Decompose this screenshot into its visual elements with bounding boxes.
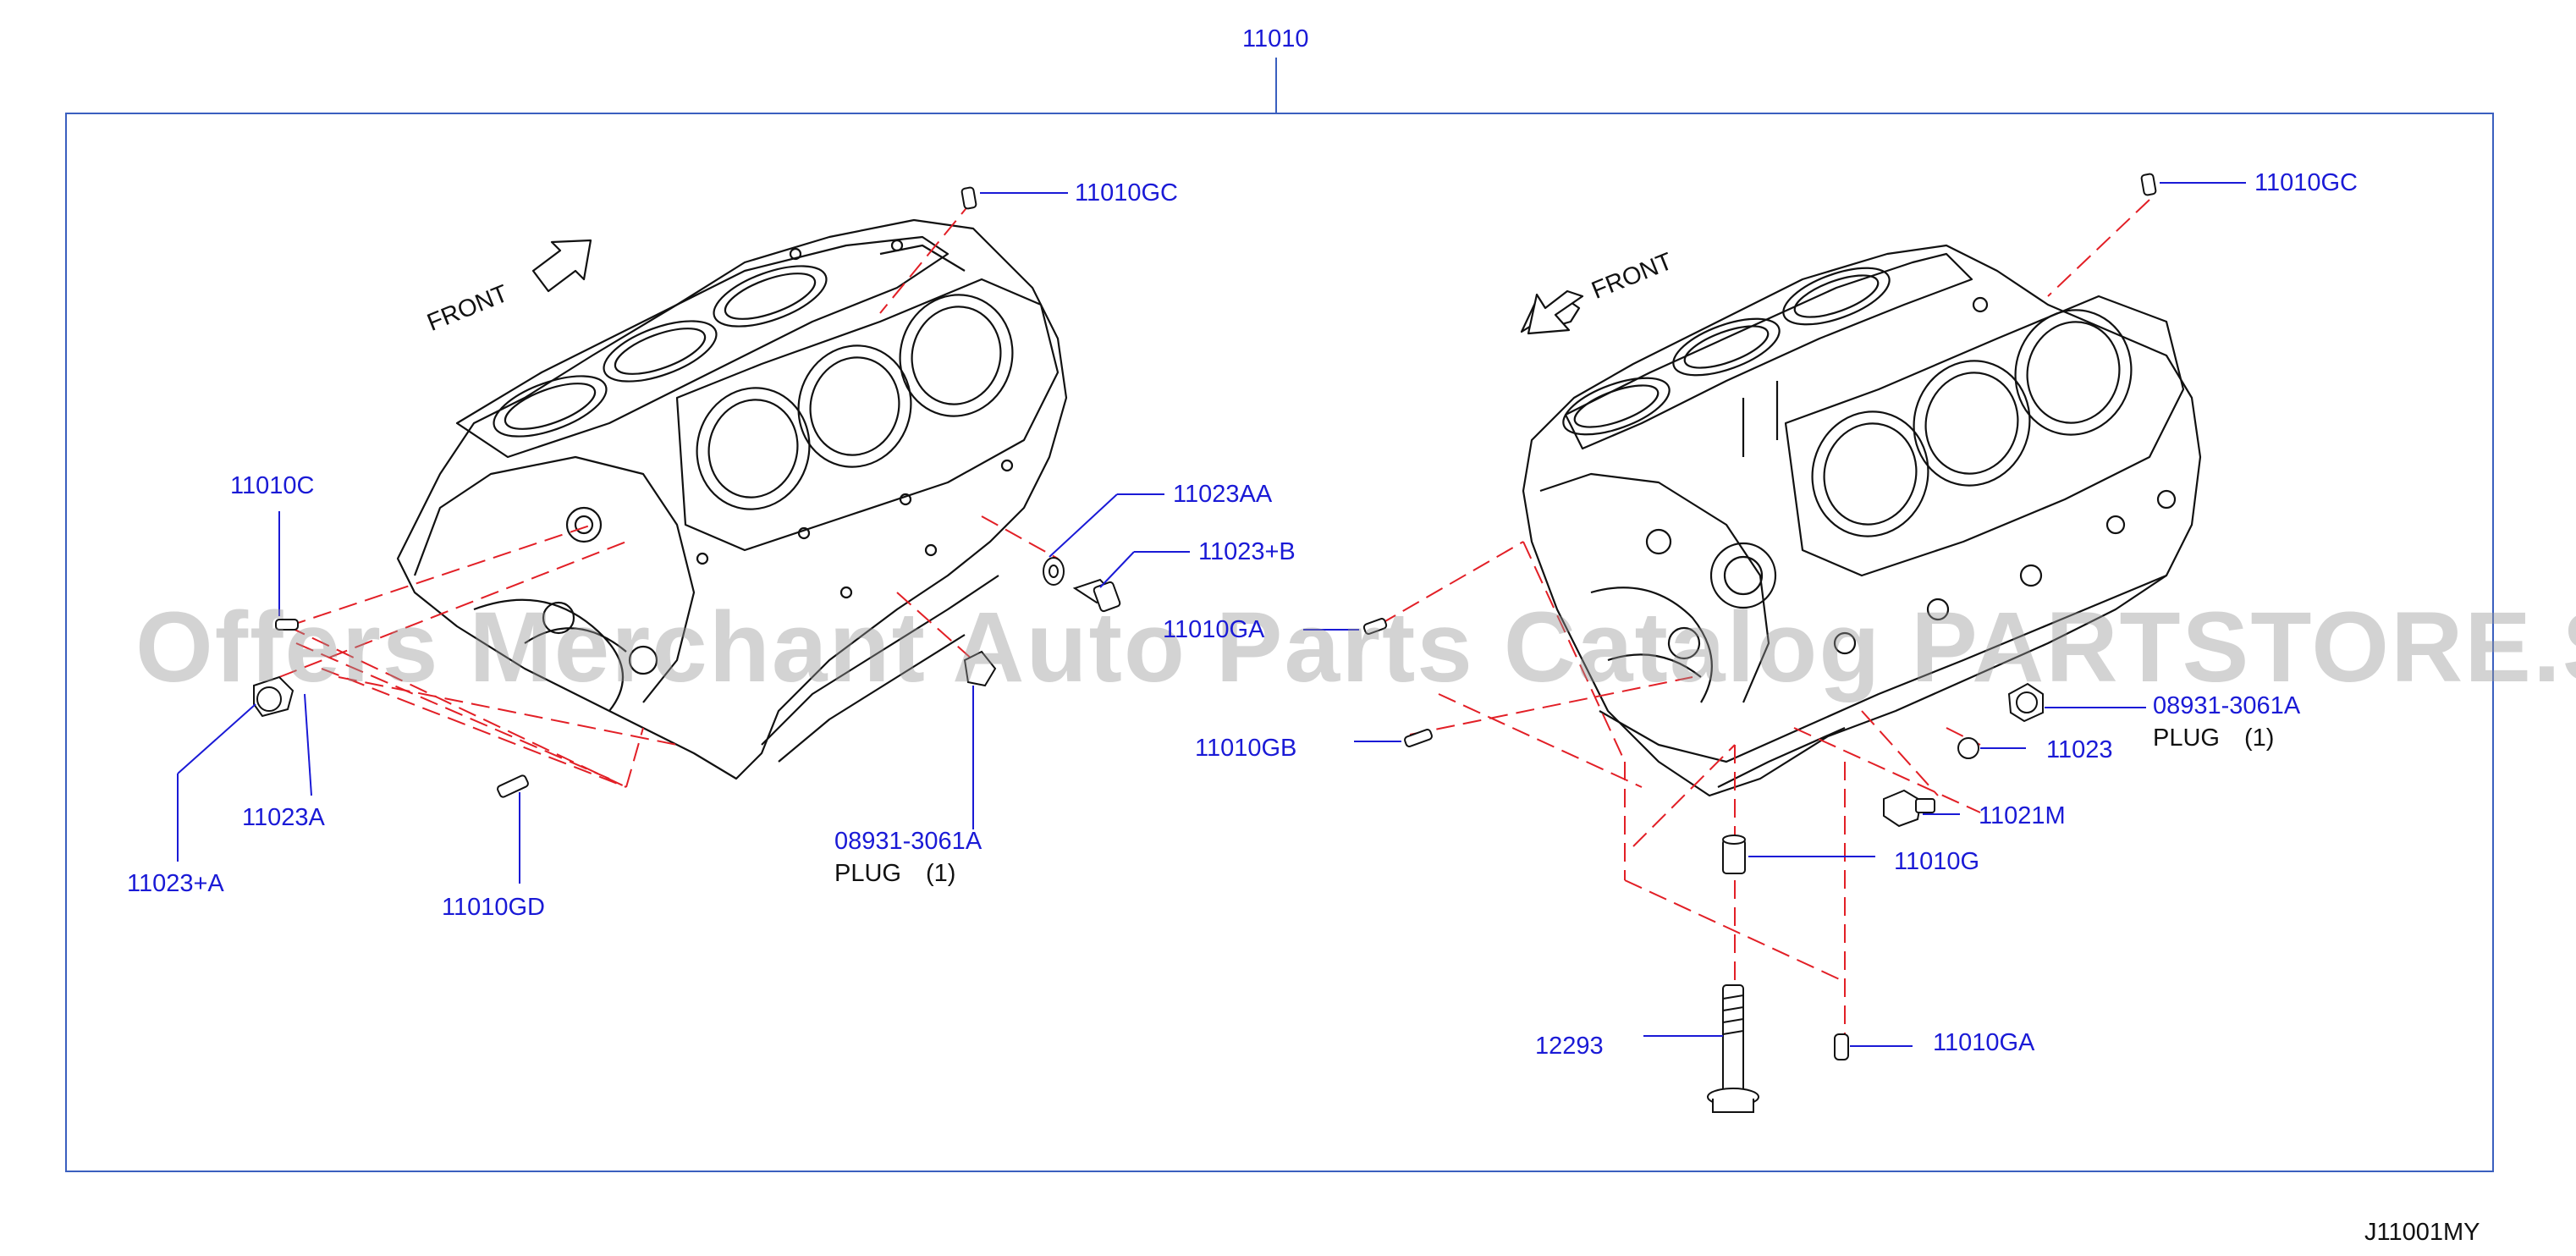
dowel-pin-icon xyxy=(275,186,977,798)
diagram-code: J11001MY xyxy=(2364,1219,2480,1246)
callout-11010c[interactable]: 11010C xyxy=(230,472,315,499)
front-arrow-icon xyxy=(1520,289,1584,335)
engine-block-icon xyxy=(1522,244,2202,797)
callout-11023aa[interactable]: 11023AA xyxy=(1173,481,1273,508)
assembly-frame xyxy=(65,113,2494,1172)
plug-label-left: PLUG xyxy=(834,860,901,887)
callout-11010ga-bottom[interactable]: 11010GA xyxy=(1933,1029,2035,1056)
callout-11010gc-left[interactable]: 11010GC xyxy=(1075,179,1178,207)
dowel-pin-icon xyxy=(1362,173,2157,1060)
plug-icon xyxy=(253,650,997,718)
callout-11010gc-right[interactable]: 11010GC xyxy=(2254,169,2358,196)
leader-lines-right xyxy=(1303,182,2246,1047)
phantom-lines-left xyxy=(278,199,1059,788)
callout-11010[interactable]: 11010 xyxy=(1242,25,1309,52)
callout-12293[interactable]: 12293 xyxy=(1535,1033,1604,1060)
plug-label-right: PLUG xyxy=(2153,724,2220,752)
callout-08931-right[interactable]: 08931-3061A xyxy=(2153,692,2301,719)
leader-lines-left xyxy=(177,192,1190,884)
callout-11010gd[interactable]: 11010GD xyxy=(442,894,545,921)
callout-11023-plus-a[interactable]: 11023+A xyxy=(127,870,224,897)
front-arrow-icon xyxy=(531,239,592,293)
callout-11023b[interactable]: 11023+B xyxy=(1198,538,1296,565)
bolt-icon xyxy=(1707,789,1935,1113)
callout-11010gb[interactable]: 11010GB xyxy=(1195,735,1297,762)
bolt-icon xyxy=(1072,578,1121,613)
callout-11010g[interactable]: 11010G xyxy=(1894,848,1980,875)
callout-11010ga-mid[interactable]: 11010GA xyxy=(1163,616,1265,643)
phantom-lines-right xyxy=(1379,199,2150,1041)
washer-icon xyxy=(1043,557,1065,586)
plug-qty-right: (1) xyxy=(2244,724,2275,752)
callout-11023[interactable]: 11023 xyxy=(2046,736,2113,763)
plug-qty-left: (1) xyxy=(926,860,956,887)
engine-block-icon xyxy=(396,218,1068,780)
callout-11021m[interactable]: 11021M xyxy=(1979,802,2066,829)
callout-08931-left[interactable]: 08931-3061A xyxy=(834,828,983,855)
plug-icon xyxy=(1957,682,2044,759)
callout-11023a[interactable]: 11023A xyxy=(242,804,325,831)
